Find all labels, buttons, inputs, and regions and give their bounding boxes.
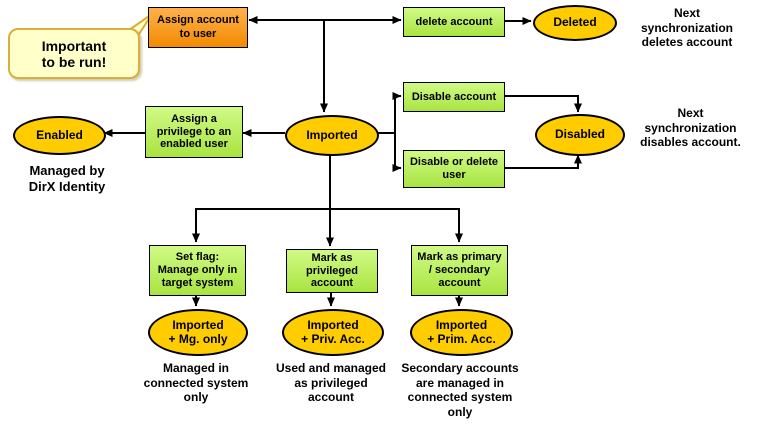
edge-disable-to-disabled	[503, 95, 582, 113]
edge-imported-to-mark-primary	[330, 208, 463, 243]
box-assign-account-to-user: Assign account to user	[148, 7, 248, 48]
note-next-sync-disables: Next synchronization disables account.	[640, 106, 741, 150]
important-callout: Important to be run!	[8, 28, 140, 79]
edge-imported-to-disable-account	[375, 92, 402, 134]
box-set-flag-manage-only: Set flag: Manage only in target system	[149, 245, 246, 296]
state-imported-priv-acc: Imported + Priv. Acc.	[282, 309, 384, 356]
note-secondary-accounts-managed: Secondary accounts are managed in connec…	[401, 361, 519, 419]
box-assign-privilege: Assign a privilege to an enabled user	[145, 106, 243, 158]
note-next-sync-deletes: Next synchronization deletes account	[640, 6, 733, 50]
state-imported-prim-acc: Imported + Prim. Acc.	[410, 309, 513, 356]
state-imported-mg-only: Imported + Mg. only	[148, 309, 248, 356]
state-enabled: Enabled	[13, 116, 106, 155]
box-disable-or-delete-user: Disable or delete user	[403, 150, 505, 188]
edge-disable-delete-to-disabled	[503, 154, 582, 169]
state-disabled: Disabled	[535, 114, 625, 156]
box-delete-account: delete account	[403, 7, 505, 37]
note-managed-in-connected-system: Managed in connected system only	[143, 361, 249, 405]
edge-imported-to-disable-or-delete	[392, 133, 402, 172]
edge-imported-to-set-flag	[192, 208, 330, 243]
note-managed-by-dirx-identity: Managed by DirX Identity	[28, 163, 106, 194]
box-disable-account: Disable account	[403, 82, 505, 112]
box-mark-as-primary-secondary: Mark as primary / secondary account	[411, 245, 508, 296]
note-used-as-privileged-account: Used and managed as privileged account	[275, 361, 387, 405]
box-mark-as-privileged: Mark as privileged account	[286, 249, 378, 293]
state-deleted: Deleted	[533, 5, 617, 41]
state-imported: Imported	[285, 115, 379, 156]
